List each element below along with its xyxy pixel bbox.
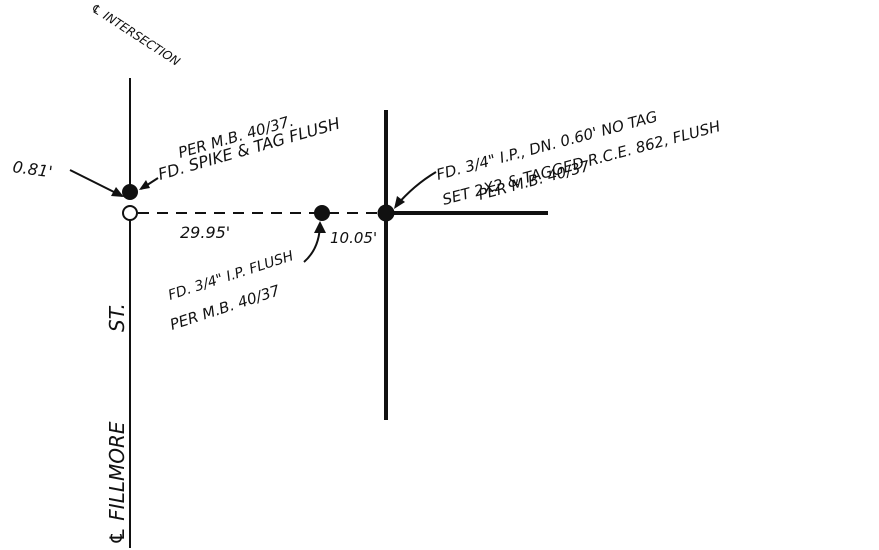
label-dist-10-05: 10.05' xyxy=(330,229,377,247)
arrowhead-0-81-icon xyxy=(111,187,124,197)
arrowhead-corner-icon xyxy=(394,196,405,209)
arrowhead-spike-icon xyxy=(139,180,150,190)
label-distance-0-81: 0.81' xyxy=(11,157,53,181)
corner-monument-dot xyxy=(377,204,395,222)
label-intersection: ℄ INTERSECTION xyxy=(88,1,182,69)
open-monument-circle xyxy=(122,205,138,221)
spike-monument-dot xyxy=(122,184,138,200)
label-street-name: ℄ FILLMORE xyxy=(105,421,129,545)
leader-0-81 xyxy=(69,169,123,197)
label-dist-29-95: 29.95' xyxy=(180,223,230,242)
pipe-monument-dot xyxy=(314,205,330,221)
label-street-st: ST. xyxy=(105,303,129,332)
arrowhead-flush-icon xyxy=(314,221,326,233)
